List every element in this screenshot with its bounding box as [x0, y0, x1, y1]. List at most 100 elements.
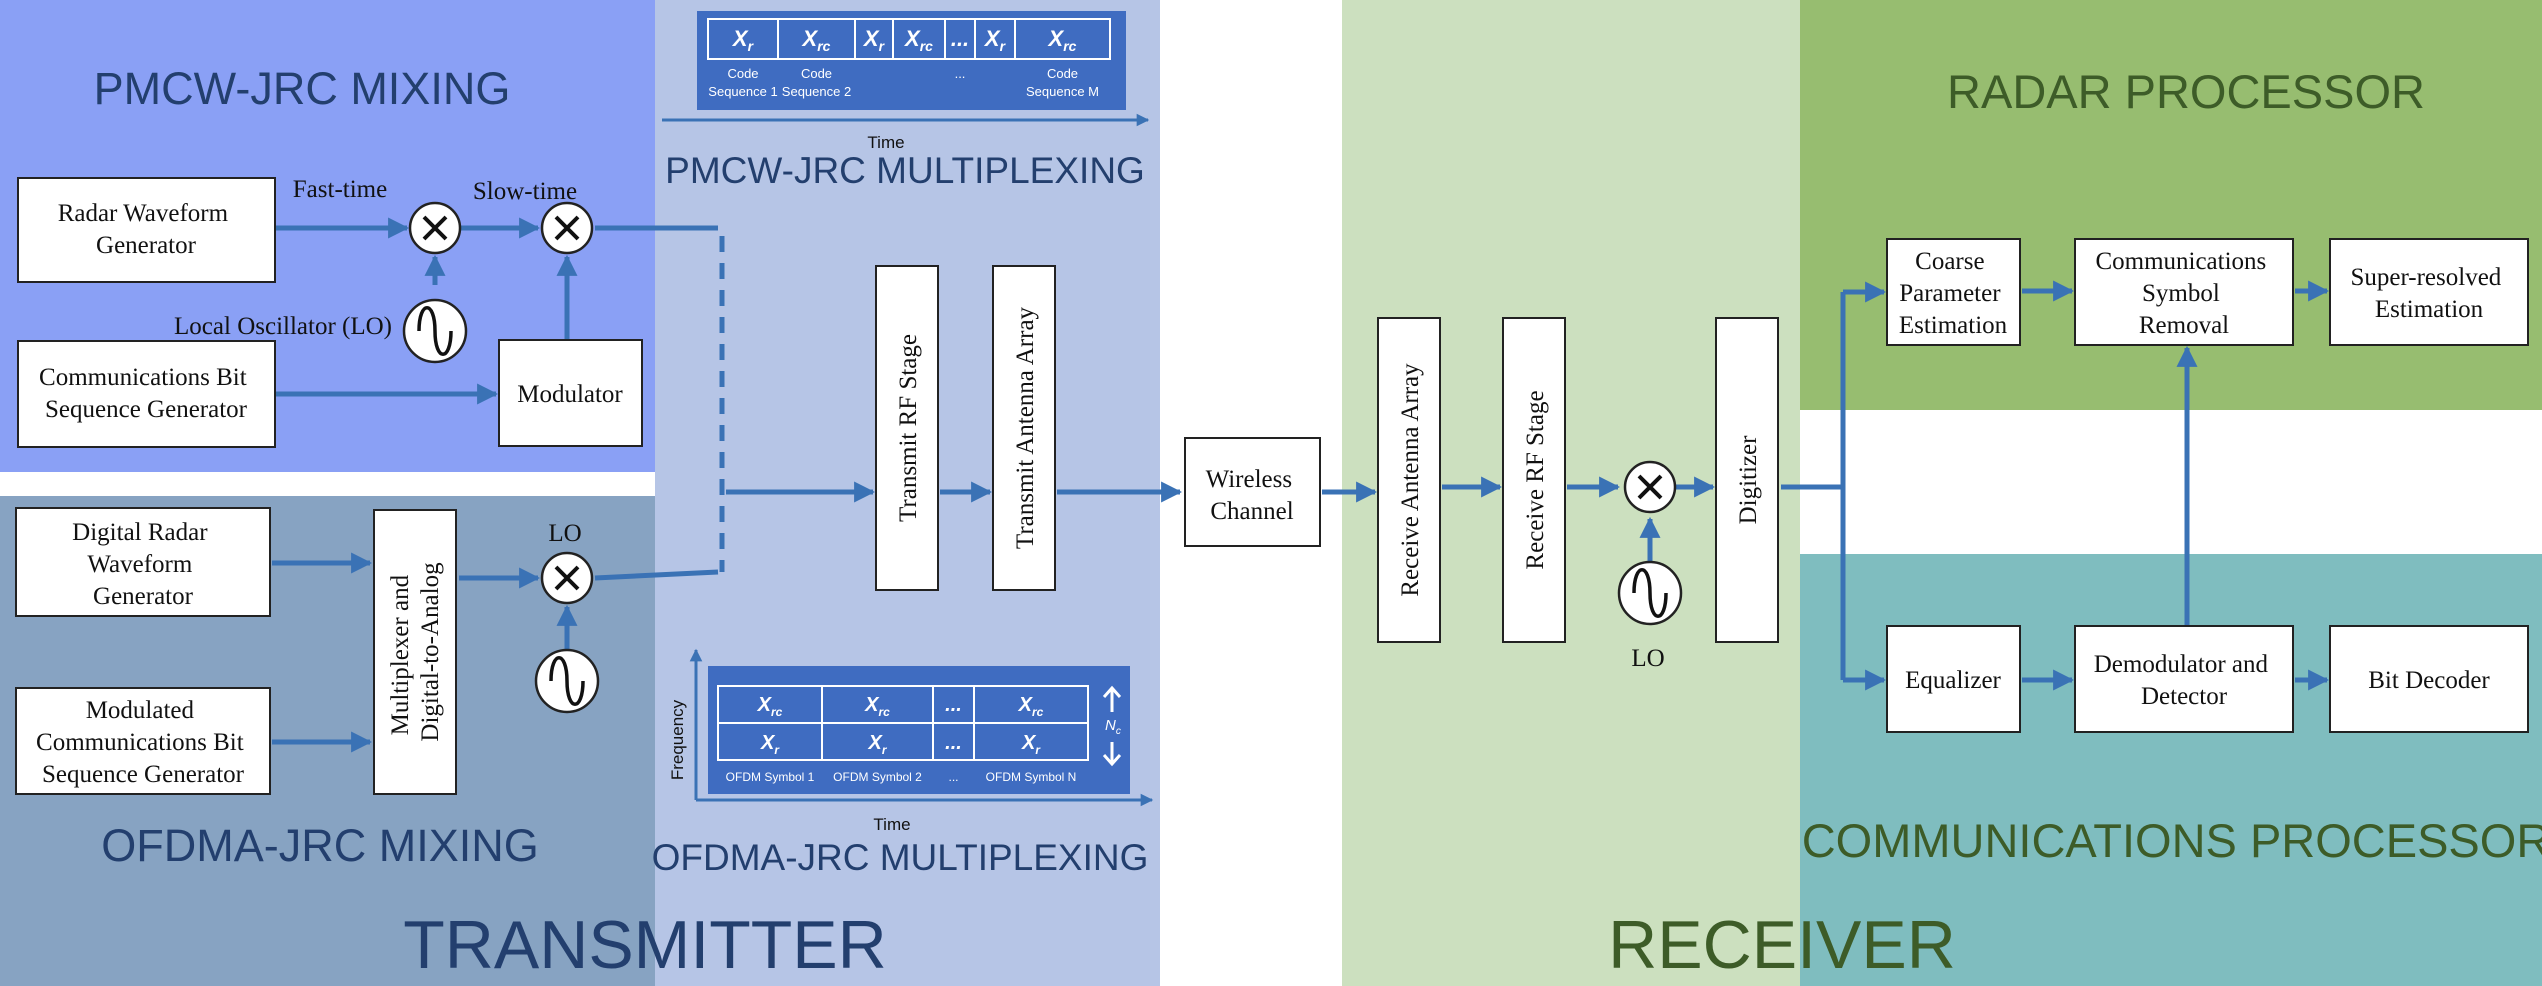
coarse-parameter-estimation-block: Coarse Parameter Estimation [1886, 238, 2021, 346]
svg-text:Wireless Channel: Wireless Channel [1206, 466, 1299, 525]
block-label: Wireless [1206, 466, 1292, 493]
transmit-rf-stage-block: Transmit RF Stage [875, 265, 939, 591]
transmitter-title: TRANSMITTER [403, 907, 887, 983]
pmcw-multiplexing-title: PMCW-JRC MULTIPLEXING [665, 150, 1145, 191]
wireless-channel-block: Wireless Channel [1184, 437, 1321, 547]
code-sequence-cell: Xr [983, 26, 1007, 54]
code-sequence-caption: ... [955, 66, 966, 81]
block-label: Generator [96, 232, 197, 259]
pmcw-mixing-title: PMCW-JRC MIXING [94, 63, 511, 114]
mixer-icon [540, 551, 594, 605]
local-oscillator-label: Local Oscillator (LO) [174, 313, 392, 340]
svg-text:Coarse Parameter E: Coarse Parameter Estimation [1899, 248, 2008, 339]
digital-radar-waveform-generator-block: Digital Radar Waveform Generator [15, 507, 271, 617]
block-label: Modulated [86, 697, 195, 724]
block-label: Estimation [2375, 296, 2484, 323]
svg-text:Equalizer: Equalizer [1905, 667, 2001, 694]
code-sequence-cell: ... [951, 26, 969, 51]
ofdma-multiplexing-title: OFDMA-JRC MULTIPLEXING [652, 837, 1149, 878]
transmit-antenna-array-block: Transmit Antenna Array [992, 265, 1056, 591]
block-label: Communications [2095, 248, 2266, 275]
block-label: Sequence Generator [42, 761, 245, 788]
svg-text:Communications Symbol: Communications Symbol Removal [2095, 248, 2272, 339]
nc-label: Nc [1105, 717, 1121, 737]
ofdm-symbol-caption: OFDM Symbol 1 [726, 770, 815, 784]
subcarrier-cell: Xr [867, 732, 887, 757]
subcarrier-cell: ... [945, 694, 962, 716]
svg-text:Communications Bit Seque: Communications Bit Sequence Generator [39, 364, 253, 423]
comms-bit-sequence-generator-block: Communications Bit Sequence Generator [17, 340, 276, 448]
block-label: Communications Bit [36, 729, 244, 756]
block-label: Equalizer [1905, 667, 2001, 694]
block-label: Radar Waveform [58, 200, 229, 227]
block-label: Symbol [2142, 280, 2220, 307]
block-label: Demodulator and [2094, 651, 2269, 678]
oscillator-icon [534, 648, 600, 714]
svg-text:Modulated Communications: Modulated Communications Bit Sequence Ge… [36, 697, 250, 788]
code-sequence-cell: Xr [731, 26, 755, 54]
svg-text:Super-resolved Estimatio: Super-resolved Estimation [2350, 264, 2507, 323]
mixer-icon [540, 201, 594, 255]
svg-text:Transmit RF Stage: Transmit RF Stage [895, 334, 922, 522]
block-label: Transmit RF Stage [895, 334, 922, 522]
ofdma-mixing-title: OFDMA-JRC MIXING [101, 820, 538, 871]
modulated-comms-generator-block: Modulated Communications Bit Sequence Ge… [15, 687, 271, 795]
time-axis-label: Time [867, 133, 904, 152]
code-sequence-caption: Code [801, 66, 832, 81]
comms-symbol-removal-block: Communications Symbol Removal [2074, 238, 2294, 346]
block-label: Channel [1210, 498, 1293, 525]
bit-decoder-block: Bit Decoder [2329, 625, 2529, 733]
subcarrier-cell: Xrc [757, 694, 783, 719]
digitizer-block: Digitizer [1715, 317, 1779, 643]
subcarrier-cell: Xrc [1018, 694, 1044, 719]
subcarrier-cell: Xr [760, 732, 780, 757]
subcarrier-cell: Xrc [864, 694, 890, 719]
block-label: Modulator [517, 381, 623, 408]
block-label: Bit Decoder [2368, 667, 2490, 694]
svg-text:Receive Antenna Array: Receive Antenna Array [1397, 363, 1424, 597]
comms-processor-title: COMMUNICATIONS PROCESSOR [1802, 814, 2542, 867]
svg-text:Digitizer: Digitizer [1735, 435, 1762, 525]
block-label: Coarse [1915, 248, 1984, 275]
lo-tx-label: LO [548, 520, 581, 547]
mixer-icon [1623, 460, 1677, 514]
svg-text:Multiplexer and Digital-: Multiplexer and Digital-to-Analog [387, 562, 444, 742]
super-resolved-estimation-block: Super-resolved Estimation [2329, 238, 2529, 346]
code-sequence-caption: Sequence M [1026, 84, 1099, 99]
receive-antenna-array-block: Receive Antenna Array [1377, 317, 1441, 643]
svg-text:Bit Decoder: Bit Decoder [2368, 667, 2490, 694]
svg-text:Digital Radar Waveform: Digital Radar Waveform Generator [72, 519, 214, 610]
subcarrier-cell: ... [945, 732, 962, 754]
block-label: Receive Antenna Array [1397, 363, 1424, 597]
modulator-block: Modulator [498, 339, 643, 447]
block-label: Super-resolved [2350, 264, 2501, 291]
svg-text:Radar Waveform Generator: Radar Waveform Generator [58, 200, 235, 259]
time-axis-label: Time [873, 815, 910, 834]
slow-time-label: Slow-time [473, 178, 577, 205]
lo-rx-label: LO [1631, 645, 1664, 672]
ofdm-symbol-caption: OFDM Symbol 2 [833, 770, 922, 784]
svg-text:Modulator: Modulator [517, 381, 623, 408]
code-sequence-cell: Xrc [903, 26, 933, 54]
subcarrier-cell: Xr [1021, 732, 1041, 757]
receiver-title: RECEIVER [1608, 907, 1956, 983]
radar-processor-title: RADAR PROCESSOR [1947, 65, 2425, 118]
block-label: Multiplexer and [387, 574, 414, 735]
ofdm-symbol-caption: OFDM Symbol N [986, 770, 1077, 784]
radar-processor-region [1800, 0, 2542, 410]
block-label: Detector [2141, 683, 2228, 710]
block-label: Waveform [87, 551, 192, 578]
fast-time-label: Fast-time [293, 176, 387, 203]
code-sequence-caption: Sequence 1 [708, 84, 777, 99]
code-sequence-caption: Code [727, 66, 758, 81]
svg-text:Demodulator and Detector: Demodulator and Detector [2094, 651, 2275, 710]
block-label: Digitizer [1735, 435, 1762, 525]
block-label: Parameter [1899, 280, 2001, 307]
oscillator-icon [402, 298, 468, 364]
block-label: Receive RF Stage [1522, 390, 1549, 569]
